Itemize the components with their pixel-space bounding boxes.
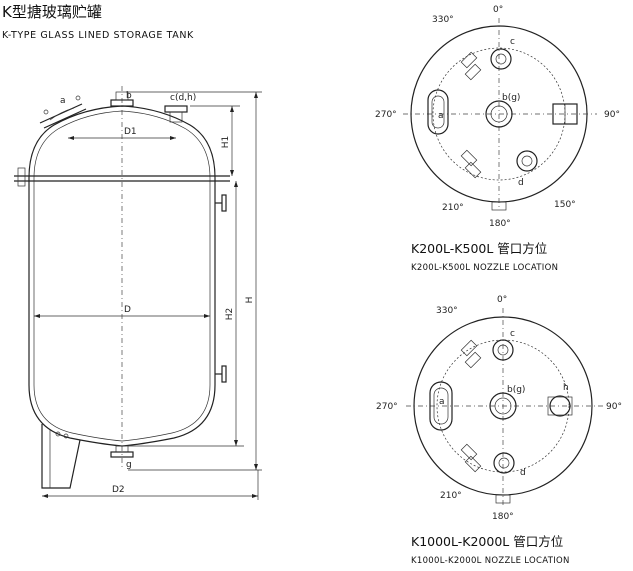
angle-180: 180° [489, 219, 511, 229]
label-b: b [126, 91, 132, 101]
dim-D1: D1 [124, 127, 137, 137]
angle-270: 270° [376, 402, 398, 412]
angle-180: 180° [492, 512, 514, 522]
label-d: d [518, 178, 524, 188]
angle-210: 210° [440, 491, 462, 501]
nozzle-c [490, 48, 512, 70]
nozzle-h [549, 395, 571, 417]
dim-H2: H2 [225, 308, 235, 321]
caption-cn: K1000L-K2000L 管口方位 [411, 534, 563, 549]
label-a: a [438, 111, 444, 121]
label-c: c [510, 329, 515, 339]
label-h: h [563, 383, 569, 393]
dim-H1: H1 [221, 136, 231, 149]
label-c: c [510, 37, 515, 47]
nozzle-bg [485, 100, 513, 128]
title-en: K-TYPE GLASS LINED STORAGE TANK [2, 30, 194, 41]
jacket-nozzle-90 [552, 103, 578, 125]
plan-view-k200-k500: 0° 330° 90° 270° 210° 150° 180° a c b(g)… [375, 5, 620, 273]
jacket-nozzle-lower [215, 365, 227, 383]
angle-210: 210° [442, 203, 464, 213]
tank-elevation: a b c(d,h) D1 D [14, 86, 262, 500]
label-d: d [520, 468, 526, 478]
angle-90: 90° [604, 110, 620, 120]
angle-270: 270° [375, 110, 397, 120]
label-g: g [126, 460, 132, 470]
label-a: a [439, 397, 445, 407]
nozzle-cdh [164, 105, 188, 123]
manway-a [429, 381, 453, 431]
support-leg [41, 424, 81, 489]
manway-a [39, 95, 87, 129]
nozzle-d [516, 150, 538, 172]
angle-150: 150° [554, 200, 576, 210]
nozzle-b [110, 91, 134, 107]
label-bg: b(g) [502, 93, 520, 103]
dim-H: H [245, 297, 255, 304]
bottom-outlet-g [110, 445, 134, 458]
jacket-nozzle-upper [215, 194, 227, 212]
label-a: a [60, 96, 66, 106]
angle-0: 0° [493, 5, 503, 15]
lug-lower [460, 443, 482, 473]
lug-upper [460, 339, 482, 369]
title-cn: K型搪玻璃贮罐 [2, 3, 102, 21]
label-cdh: c(d,h) [170, 93, 196, 103]
lug-lower [460, 149, 482, 179]
angle-90: 90° [606, 402, 622, 412]
lug-upper [460, 51, 482, 81]
caption-cn: K200L-K500L 管口方位 [411, 241, 547, 256]
plan-view-k1000-k2000: 0° 330° 90° 270° 210° 180° a c b(g) h d … [376, 295, 622, 566]
nozzle-bg [489, 392, 517, 420]
caption-en: K200L-K500L NOZZLE LOCATION [411, 263, 558, 273]
nozzle-d [493, 452, 515, 474]
dim-D: D [124, 305, 131, 315]
label-bg: b(g) [507, 385, 525, 395]
manway-a [427, 89, 449, 135]
nozzle-c [492, 339, 514, 361]
angle-0: 0° [497, 295, 507, 305]
dim-D2: D2 [112, 485, 125, 495]
caption-en: K1000L-K2000L NOZZLE LOCATION [411, 556, 570, 566]
angle-330: 330° [432, 15, 454, 25]
angle-330: 330° [436, 306, 458, 316]
tank-shell [28, 105, 216, 447]
